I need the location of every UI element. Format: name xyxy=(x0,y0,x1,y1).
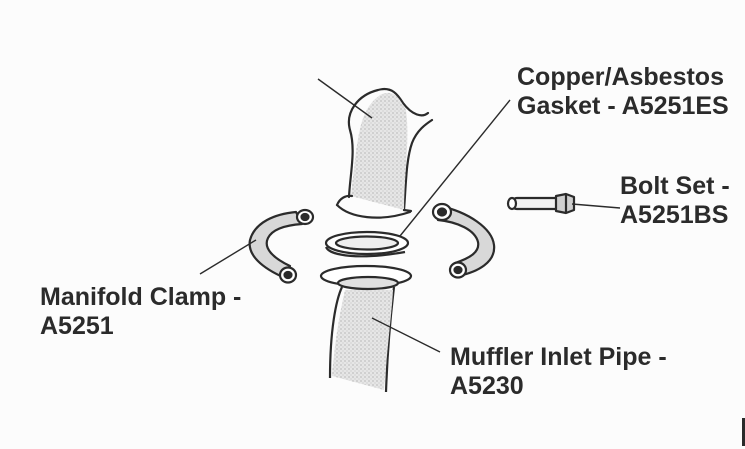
leader-line-clamp xyxy=(199,239,257,275)
label-clamp-line2: A5251 xyxy=(40,312,114,340)
leader-line-manifold xyxy=(317,78,373,119)
label-gasket: Copper/Asbestos Gasket - A5251ES xyxy=(517,63,729,121)
label-muffler-inlet-pipe: Muffler Inlet Pipe - A5230 xyxy=(450,343,667,401)
leader-line-pipe xyxy=(371,317,441,353)
label-pipe-line2: A5230 xyxy=(450,372,524,400)
leader-line-gasket xyxy=(399,99,511,237)
label-bolt-line1: Bolt Set - xyxy=(620,172,730,200)
leader-line-bolt xyxy=(571,203,621,209)
label-clamp-line1: Manifold Clamp - xyxy=(40,283,242,311)
scan-edge-mark xyxy=(742,418,745,446)
copper-asbestos-gasket xyxy=(324,230,410,258)
label-gasket-line2: Gasket - A5251ES xyxy=(517,92,729,120)
label-bolt-set: Bolt Set - A5251BS xyxy=(620,172,730,230)
manifold-clamp-right xyxy=(431,202,496,279)
label-pipe-line1: Muffler Inlet Pipe - xyxy=(450,343,667,371)
muffler-inlet-pipe xyxy=(319,264,413,393)
label-manifold-clamp: Manifold Clamp - A5251 xyxy=(40,283,241,341)
bolt-set xyxy=(506,192,576,215)
label-gasket-line1: Copper/Asbestos xyxy=(517,63,724,91)
exhaust-manifold-pipe xyxy=(335,87,434,219)
label-bolt-line2: A5251BS xyxy=(620,201,729,229)
leader-lines xyxy=(199,78,621,353)
manifold-clamp-left xyxy=(248,208,315,284)
